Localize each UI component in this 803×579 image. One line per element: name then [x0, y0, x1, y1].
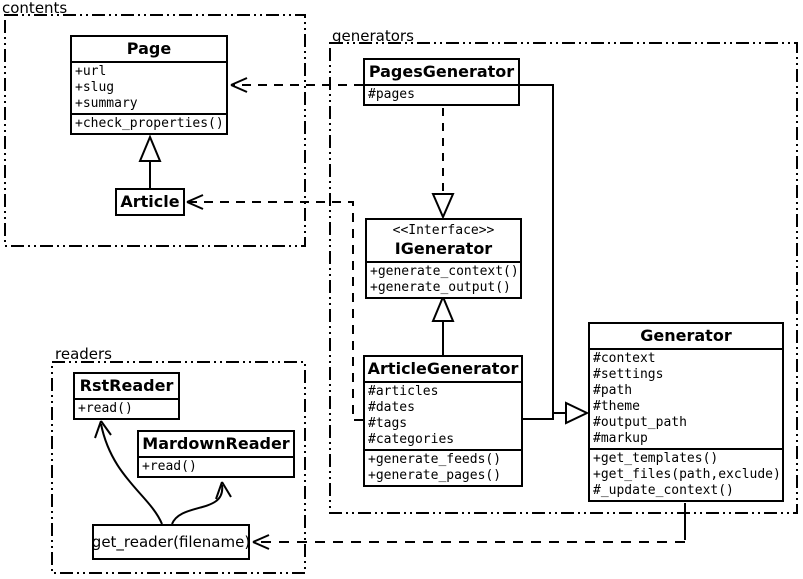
class-page-attributes: +url +slug +summary: [72, 61, 226, 113]
attribute: #settings: [593, 367, 664, 382]
class-pagesgenerator-title: PagesGenerator: [368, 62, 515, 81]
class-rstreader: RstReader +read(): [73, 372, 180, 420]
attribute: #markup: [593, 431, 648, 446]
open-arrowhead-icon: [252, 534, 270, 550]
class-generator: Generator #context #settings #path #them…: [588, 322, 784, 502]
method: +get_templates(): [593, 451, 719, 466]
class-article-title: Article: [120, 192, 180, 211]
attribute: #pages: [368, 87, 415, 102]
method: +get_files(path,exclude): [593, 467, 781, 482]
method: +generate_feeds(): [368, 452, 502, 467]
hollow-triangle-icon: [431, 294, 455, 322]
inheritance-articlegenerator-to-igenerator: [431, 294, 455, 355]
package-label-generators: generators: [332, 27, 414, 45]
class-generator-attributes: #context #settings #path #theme #output_…: [590, 348, 782, 448]
function-get-reader-label: get_reader(filename): [91, 533, 251, 551]
package-label-contents: contents: [2, 0, 68, 17]
attribute: #context: [593, 351, 656, 366]
class-articlegenerator: ArticleGenerator #articles #dates #tags …: [363, 355, 523, 487]
open-arrowhead-icon: [215, 481, 232, 500]
method: #_update_context(): [593, 483, 734, 498]
open-arrowhead-icon: [186, 194, 204, 210]
class-rstreader-title: RstReader: [79, 376, 174, 395]
attribute: #path: [593, 383, 633, 398]
arrow-getreader-to-rstreader: [94, 420, 163, 525]
attribute: #theme: [593, 399, 640, 414]
class-igenerator: <<Interface>> IGenerator +generate_conte…: [365, 218, 522, 299]
class-page-title: Page: [126, 39, 172, 58]
class-pagesgenerator: PagesGenerator #pages: [363, 58, 520, 106]
dependency-articlegenerator-to-article: [186, 194, 363, 421]
class-page: Page +url +slug +summary +check_properti…: [70, 35, 228, 135]
attribute: #articles: [368, 384, 439, 399]
dependency-pagesgenerator-to-page: [230, 77, 363, 93]
inheritance-article-to-page: [138, 134, 162, 188]
method: +read(): [78, 401, 133, 416]
class-rstreader-methods: +read(): [75, 398, 178, 418]
class-articlegenerator-title: ArticleGenerator: [367, 359, 519, 378]
class-articlegenerator-attributes: #articles #dates #tags #categories: [365, 381, 521, 449]
open-arrowhead-icon: [94, 420, 112, 439]
method: +check_properties(): [75, 116, 224, 131]
attribute: #categories: [368, 432, 455, 447]
package-frame-generators: [329, 42, 798, 514]
class-article: Article: [115, 188, 185, 216]
attribute: +slug: [75, 80, 115, 95]
package-frame-readers: [51, 361, 306, 574]
open-arrowhead-icon: [230, 77, 248, 93]
class-page-methods: +check_properties(): [72, 113, 226, 133]
hollow-triangle-icon: [138, 134, 162, 162]
method: +read(): [142, 459, 197, 474]
class-mardownreader: MardownReader +read(): [137, 430, 295, 478]
class-igenerator-methods: +generate_context() +generate_output(): [367, 261, 520, 297]
realization-pagesgenerator-to-igenerator: [431, 108, 455, 220]
inheritance-generators-to-generator: [520, 84, 590, 425]
class-generator-title: Generator: [640, 326, 732, 345]
attribute: #output_path: [593, 415, 687, 430]
class-igenerator-title: IGenerator: [394, 239, 493, 258]
class-pagesgenerator-attributes: #pages: [365, 84, 518, 104]
method: +generate_pages(): [368, 468, 502, 483]
method: +generate_output(): [370, 280, 511, 295]
class-articlegenerator-methods: +generate_feeds() +generate_pages(): [365, 449, 521, 485]
class-igenerator-stereotype: <<Interface>>: [392, 223, 495, 238]
attribute: +url: [75, 64, 107, 79]
method: +generate_context(): [370, 264, 519, 279]
package-frame-contents: [4, 14, 306, 247]
package-label-readers: readers: [55, 345, 112, 363]
class-generator-methods: +get_templates() +get_files(path,exclude…: [590, 448, 782, 500]
attribute: +summary: [75, 96, 138, 111]
attribute: #tags: [368, 416, 408, 431]
hollow-triangle-icon: [565, 401, 590, 425]
dependency-generator-to-getreader: [252, 503, 686, 550]
arrow-getreader-to-mardownreader: [171, 481, 232, 525]
attribute: #dates: [368, 400, 415, 415]
hollow-triangle-icon: [431, 193, 455, 220]
function-get-reader: get_reader(filename): [92, 524, 250, 560]
class-mardownreader-methods: +read(): [139, 456, 293, 476]
class-mardownreader-title: MardownReader: [142, 434, 290, 453]
